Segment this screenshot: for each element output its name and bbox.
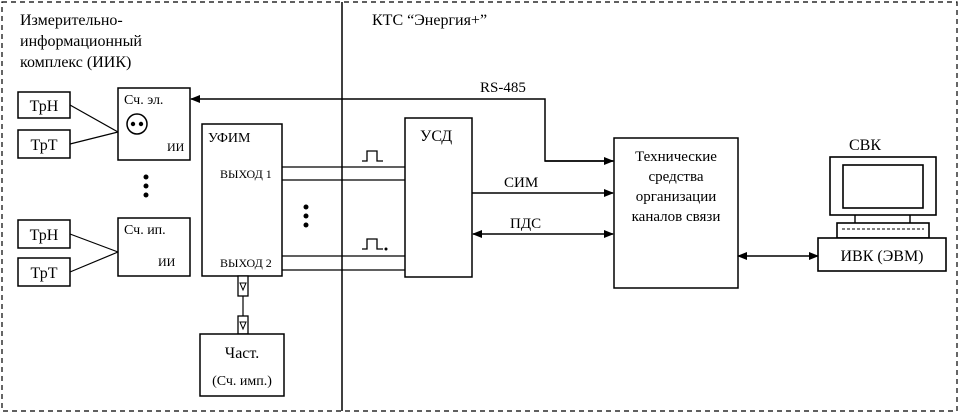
ellipsis-dot (303, 204, 309, 210)
connector-plug-top-mark (239, 282, 247, 292)
usd-box (404, 117, 473, 278)
sim-label: СИМ (504, 175, 538, 191)
sensor-trn-top: ТрН (30, 98, 59, 115)
tech-label-line-4: каналов связи (632, 209, 721, 225)
ellipsis-dot (143, 174, 149, 180)
sensor-trn-bottom-box (17, 219, 71, 249)
tech-label-line-3: организации (636, 189, 717, 205)
sensor-trt-bottom: ТрТ (31, 265, 58, 282)
sensor-trn-bottom: ТрН (30, 227, 59, 244)
rs485-label: RS-485 (480, 80, 526, 96)
meter-dial-dot-right (138, 121, 144, 127)
pulse-meter-ii: ИИ (158, 255, 176, 269)
chast-label-line-2: (Сч. имп.) (212, 374, 272, 389)
pulse-symbol-dot (384, 247, 388, 251)
pds-label: ПДС (510, 216, 541, 232)
pulse-meter-box (117, 217, 191, 277)
computer-monitor-icon (829, 156, 937, 239)
ufim-output-2: ВЫХОД 2 (220, 256, 272, 270)
sensor-trt-top-box (17, 129, 71, 159)
ufim-box (201, 123, 283, 277)
ellipsis-dot (143, 192, 149, 198)
pulse-meter-label: Сч. ип. (124, 223, 166, 238)
pulse-symbol-top (362, 150, 383, 162)
tech-means-box (613, 137, 739, 289)
kts-title: КТС “Энергия+” (372, 12, 487, 29)
ufim-output-1: ВЫХОД 1 (220, 167, 272, 181)
chast-box (199, 333, 285, 397)
ellipsis-dot (303, 222, 309, 228)
trn-top-wire (69, 104, 119, 133)
trn-bottom-wire (69, 233, 119, 253)
chast-label-line-1: Част. (225, 345, 259, 362)
usd-label: УСД (420, 128, 452, 145)
iik-title-line-1: Измерительно- (20, 12, 123, 29)
electric-meter-box (117, 87, 191, 161)
ellipsis-dot (143, 183, 149, 189)
electric-meter-ii: ИИ (167, 140, 185, 154)
ufim-title: УФИМ (208, 131, 251, 146)
tech-label-line-2: средства (648, 169, 703, 185)
electric-meter-label: Сч. эл. (124, 93, 163, 108)
svk-label: СВК (849, 137, 881, 154)
connector-plug-top (237, 275, 249, 297)
trt-top-wire (69, 131, 119, 145)
meter-dial-dot-left (130, 121, 136, 127)
pulse-symbol-bottom (362, 238, 383, 250)
connector-plug-bottom-mark (239, 321, 247, 331)
meter-dial-icon (126, 113, 148, 135)
ivk-label: ИВК (ЭВМ) (840, 248, 923, 265)
trt-bottom-wire (69, 251, 119, 273)
connector-plug-bottom (237, 315, 249, 335)
iik-title-line-3: комплекс (ИИК) (20, 54, 131, 71)
tech-label-line-1: Технические (635, 149, 717, 165)
ivk-box (817, 237, 947, 272)
sensor-trt-top: ТрТ (31, 137, 58, 154)
iik-title-line-2: информационный (20, 33, 142, 50)
ellipsis-dot (303, 213, 309, 219)
